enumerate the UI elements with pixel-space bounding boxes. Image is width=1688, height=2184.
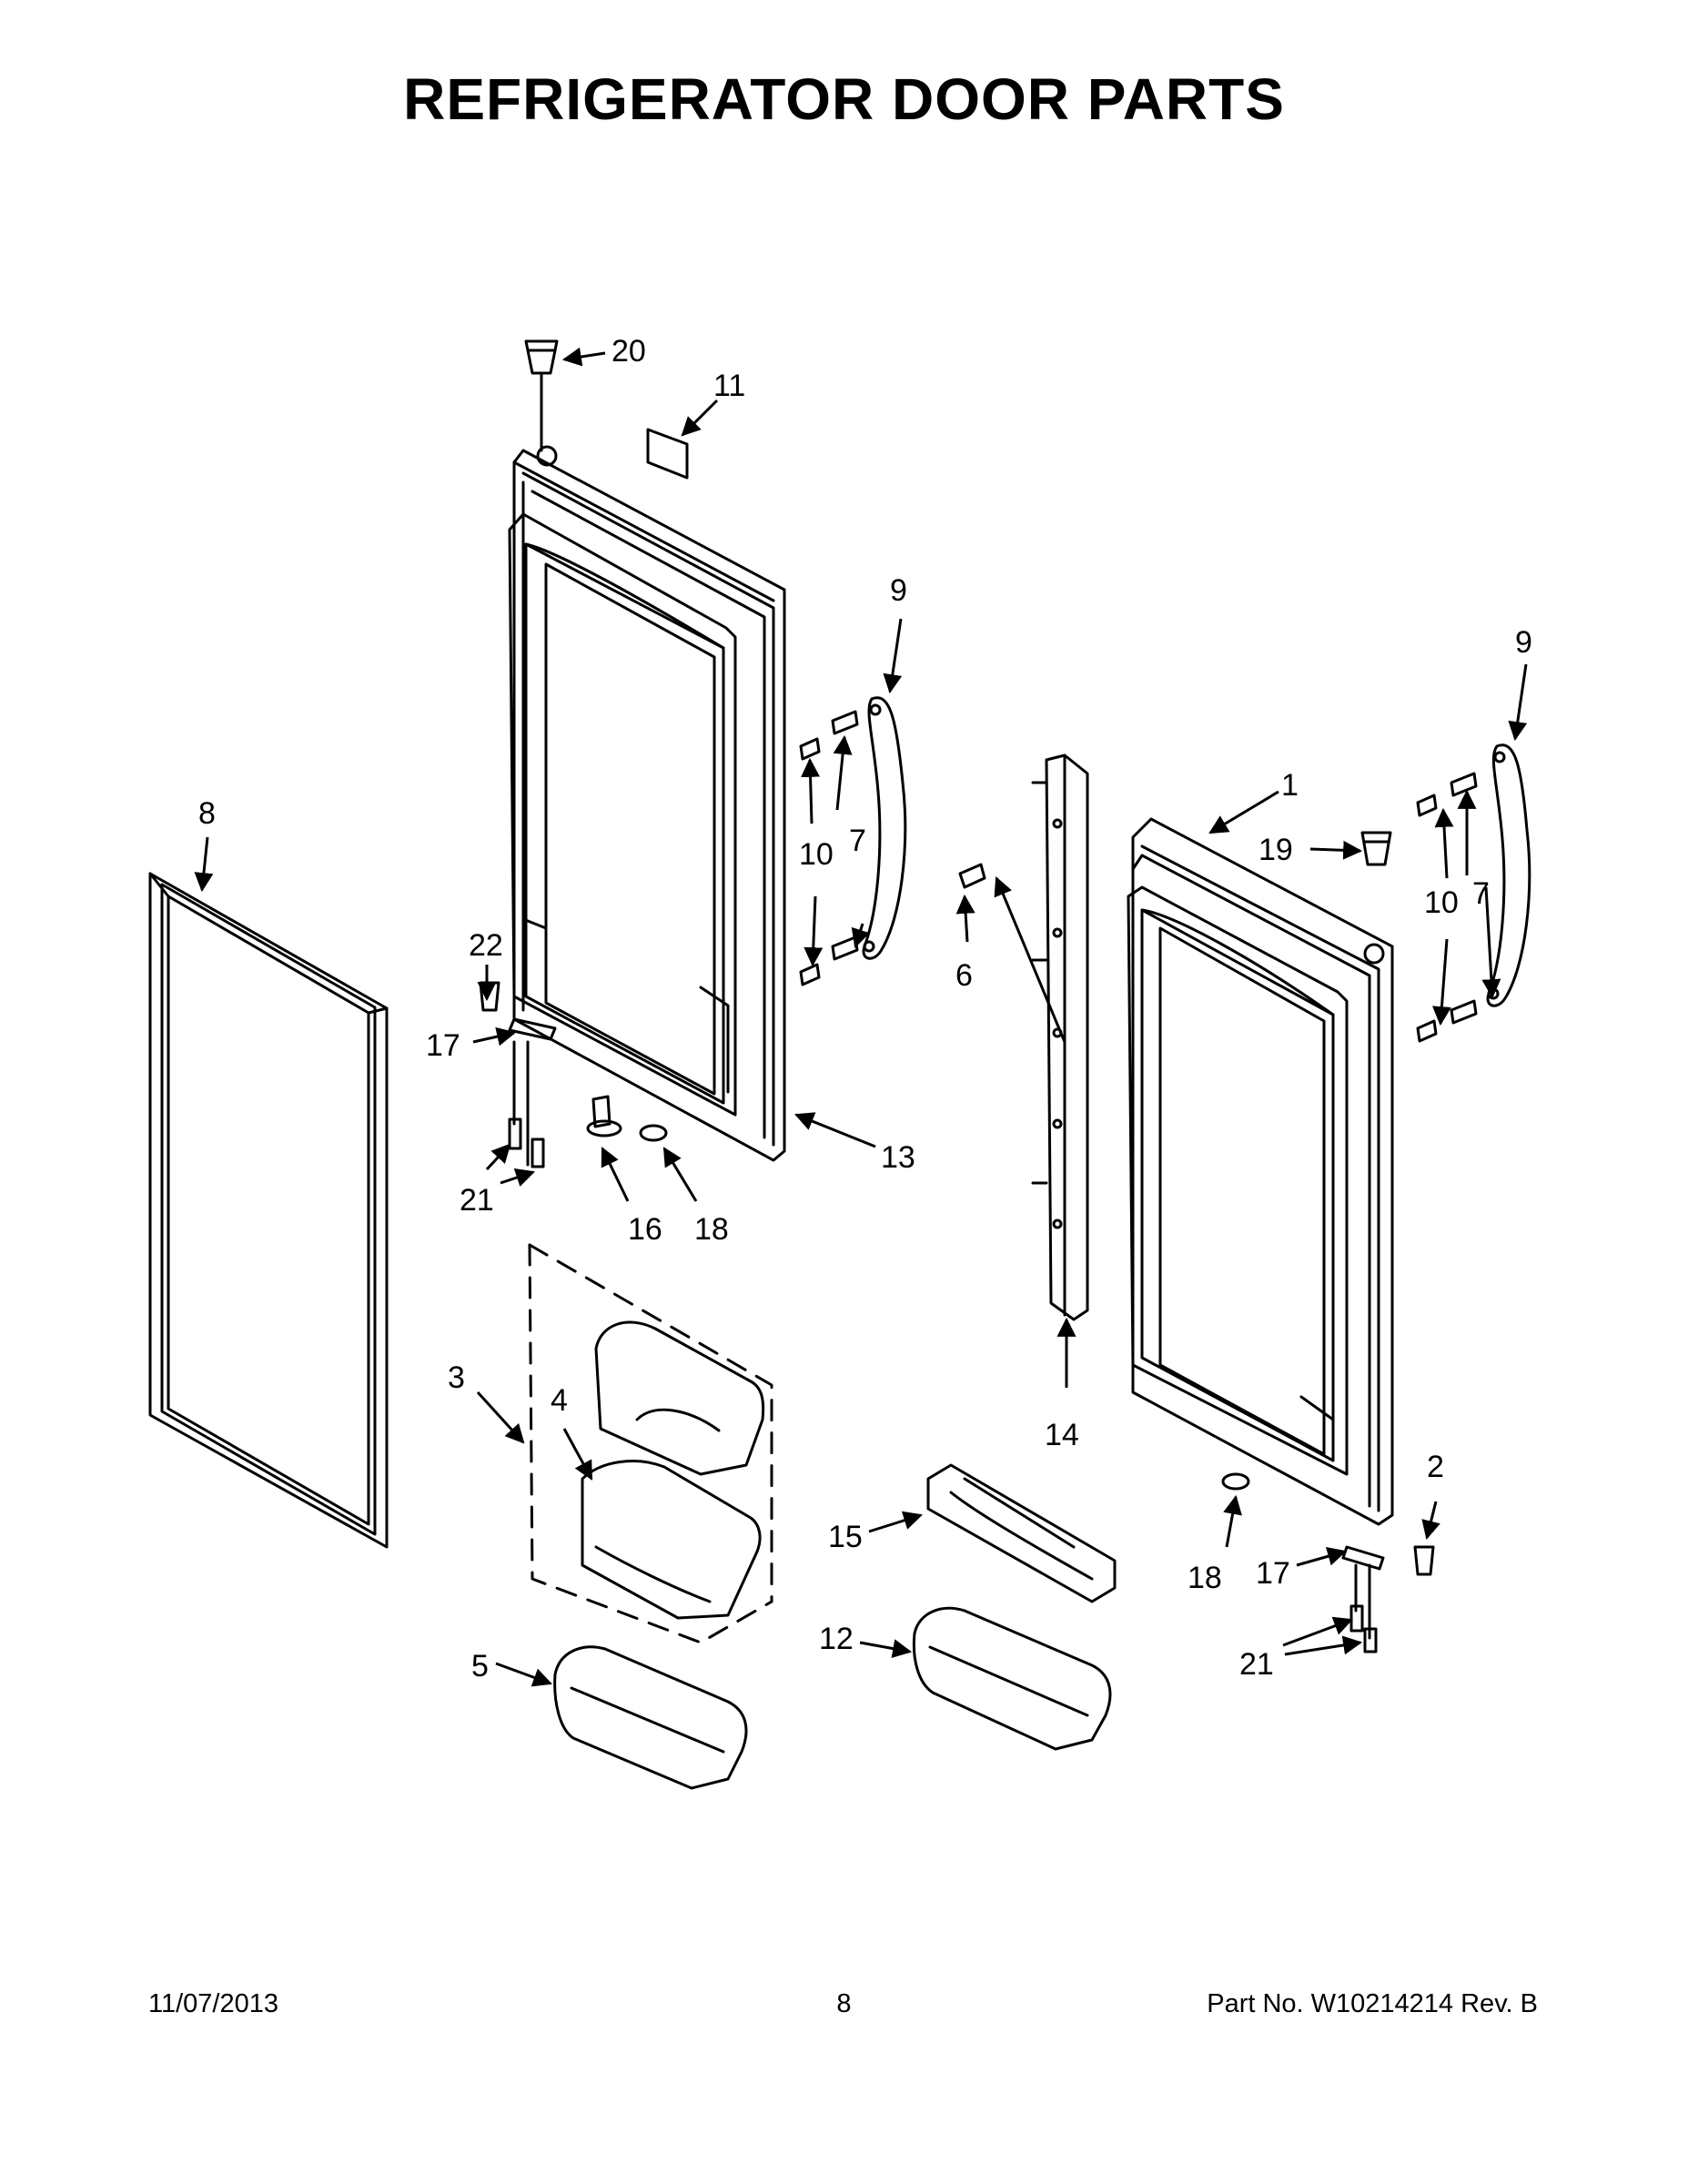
handle-9-left [862, 696, 907, 960]
callout-16: 16 [628, 1212, 662, 1247]
page-title: REFRIGERATOR DOOR PARTS [403, 66, 1285, 132]
callout-21-left: 21 [460, 1183, 494, 1218]
callout-15: 15 [828, 1520, 863, 1554]
right-door-1 [1127, 817, 1394, 1526]
footer-page-number: 8 [836, 1989, 852, 2018]
callout-1: 1 [1281, 768, 1299, 803]
hinge-hardware-right [1221, 1472, 1435, 1653]
door-bin-5 [553, 1645, 748, 1790]
callout-5: 5 [471, 1649, 489, 1684]
hinge-hardware-left [479, 981, 668, 1168]
handle-screws-left [799, 710, 859, 986]
callout-2: 2 [1427, 1450, 1444, 1484]
callout-22: 22 [469, 928, 503, 963]
callout-18-right: 18 [1188, 1561, 1222, 1595]
ice-tray-15 [926, 1463, 1117, 1603]
callout-17-right: 17 [1256, 1556, 1290, 1591]
handle-screws-right [1416, 772, 1478, 1043]
hinge-cap-19 [1360, 831, 1392, 866]
callout-12: 12 [819, 1622, 854, 1656]
callout-4: 4 [551, 1383, 568, 1418]
footer-date: 11/07/2013 [148, 1989, 278, 2018]
door-strip-14 [1031, 753, 1089, 1321]
left-door-13 [508, 445, 786, 1162]
callout-10-right: 10 [1424, 885, 1459, 920]
dairy-compartment-3-4 [528, 1243, 773, 1644]
leader-arrows [194, 347, 1528, 1687]
callout-11: 11 [713, 369, 745, 403]
hinge-cap-20 [524, 339, 559, 452]
callout-21-right: 21 [1239, 1647, 1274, 1682]
callout-9-right: 9 [1515, 625, 1532, 660]
callout-9-left: 9 [890, 573, 907, 608]
callout-6: 6 [955, 958, 973, 993]
screw-6 [958, 863, 986, 889]
handle-9-right [1486, 743, 1531, 1007]
callout-14: 14 [1045, 1418, 1079, 1452]
callout-19: 19 [1258, 833, 1293, 867]
callout-8: 8 [198, 796, 216, 831]
callout-18-left: 18 [694, 1212, 729, 1247]
callout-10-left: 10 [799, 837, 834, 872]
callout-20: 20 [612, 334, 646, 369]
door-gasket-8 [148, 872, 389, 1549]
callout-13: 13 [881, 1140, 915, 1175]
callout-3: 3 [448, 1360, 465, 1395]
callout-17-left: 17 [426, 1028, 460, 1063]
footer-part-number: Part No. W10214214 Rev. B [1207, 1989, 1538, 2018]
label-11 [646, 428, 689, 480]
callout-7-left: 7 [849, 824, 866, 858]
callout-7-right: 7 [1472, 876, 1490, 911]
callout-labels: 20 11 9 10 7 8 22 17 21 16 18 13 3 4 5 6… [198, 334, 1532, 1684]
door-bin-12 [912, 1606, 1112, 1751]
